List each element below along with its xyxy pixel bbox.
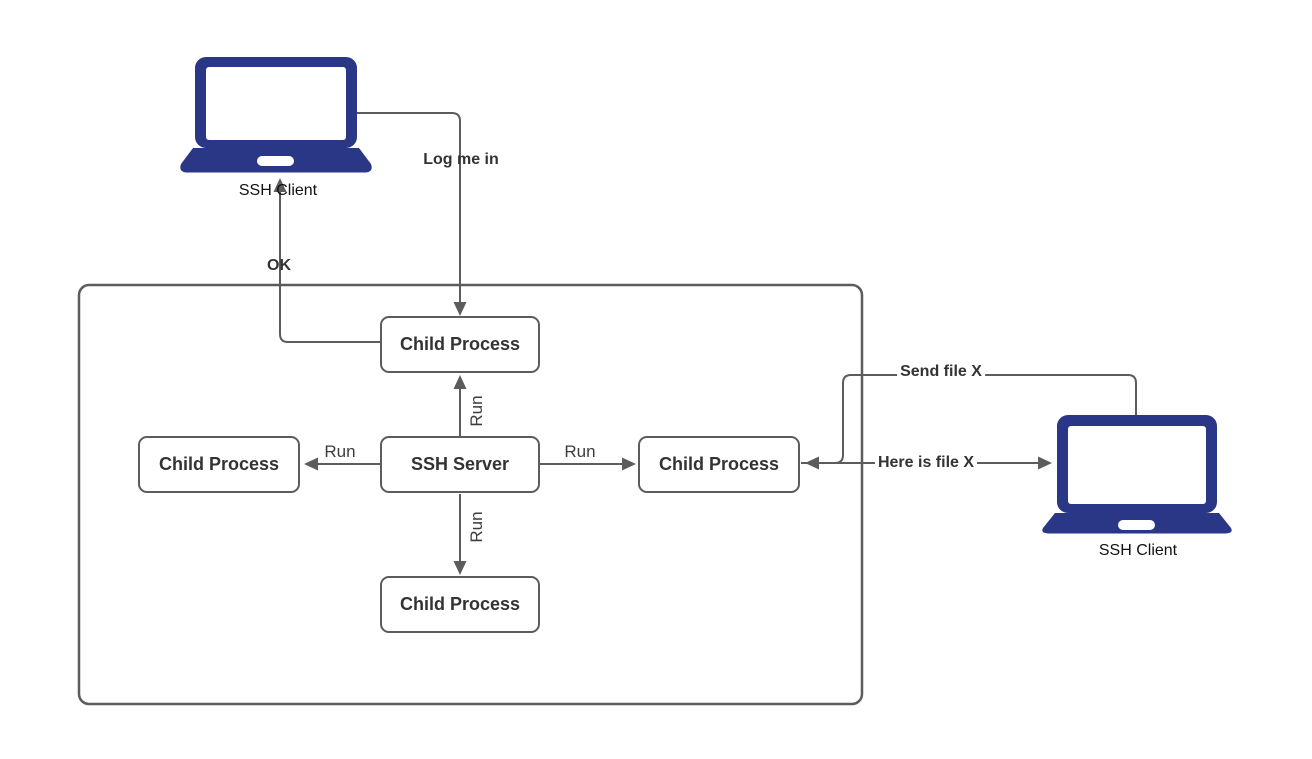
edge-label-ok: OK <box>267 257 291 275</box>
edge-label-run-right: Run <box>564 442 596 461</box>
laptop-icon-right-client <box>1042 415 1232 534</box>
edge-log-me-in <box>357 112 461 303</box>
laptop-screen <box>206 67 346 140</box>
node-label: Child Process <box>399 594 521 614</box>
node-child-process-bottom: Child Process <box>380 576 540 633</box>
node-label: Child Process <box>399 334 521 354</box>
laptop-notch <box>1118 520 1155 530</box>
node-child-process-right: Child Process <box>638 436 800 493</box>
node-child-process-top: Child Process <box>380 316 540 373</box>
edge-label-run-left: Run <box>324 442 356 461</box>
arrowhead-run-left <box>304 457 318 471</box>
arrowhead-log-me-in <box>453 302 467 316</box>
node-label: Child Process <box>158 454 280 474</box>
edge-label-here-is-file: Here is file X <box>874 454 978 472</box>
edge-label-log-me-in: Log me in <box>423 151 499 169</box>
arrowhead-run-top <box>453 375 467 389</box>
label-ssh-client-top: SSH Client <box>238 182 318 199</box>
arrowhead-here-is-file <box>1038 456 1052 470</box>
arrowhead-send-file <box>805 456 819 470</box>
server-host-container <box>77 283 864 706</box>
edge-label-send-file: Send file X <box>897 363 985 381</box>
node-ssh-server: SSH Server <box>380 436 540 493</box>
edge-label-run-bottom: Run <box>467 511 486 543</box>
laptop-notch <box>257 156 294 166</box>
arrowhead-run-bottom <box>453 561 467 575</box>
node-child-process-left: Child Process <box>138 436 300 493</box>
laptop-screen <box>1068 426 1206 504</box>
node-label: Child Process <box>658 454 780 474</box>
arrowhead-ok <box>273 178 287 192</box>
edge-send-file <box>818 374 1137 464</box>
edge-label-run-top: Run <box>467 395 486 427</box>
edge-ok <box>279 191 380 343</box>
arrowhead-run-right <box>622 457 636 471</box>
laptop-icon-top-client <box>180 57 372 173</box>
node-label: SSH Server <box>410 454 510 474</box>
label-ssh-client-right: SSH Client <box>1098 542 1178 559</box>
